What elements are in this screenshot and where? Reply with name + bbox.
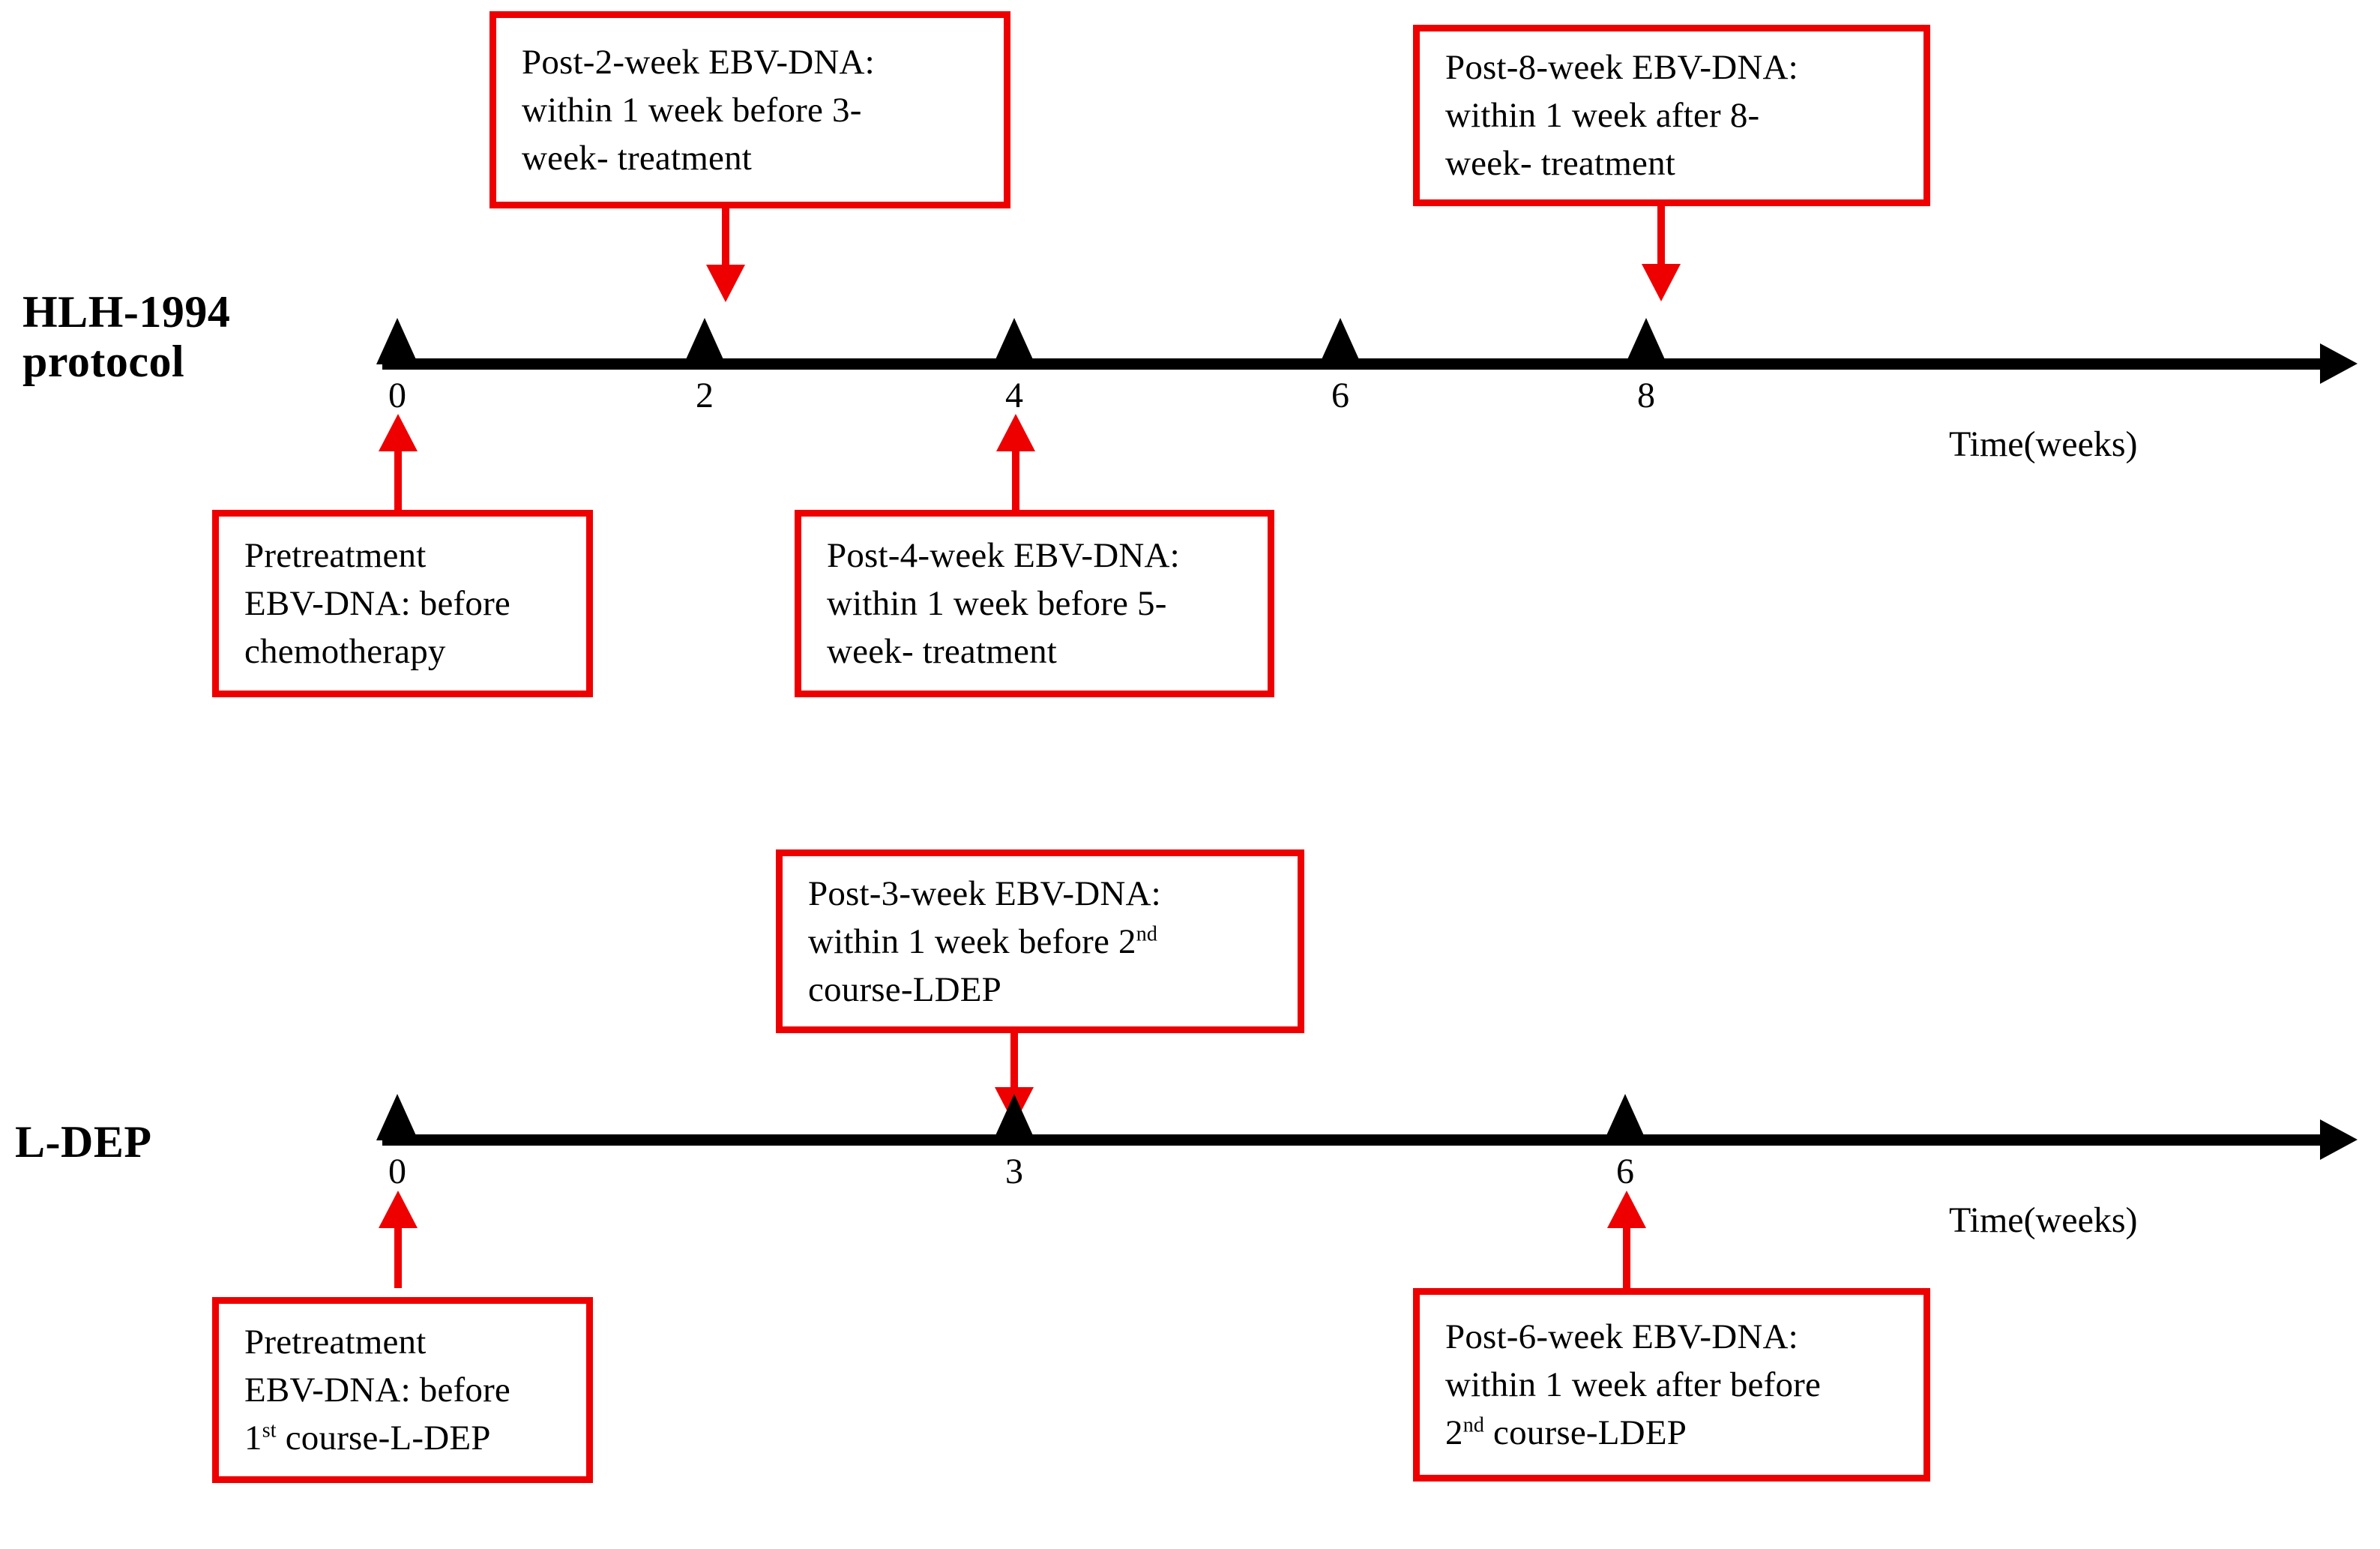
annotation-line-1: Post-2-week EBV-DNA: [522, 42, 875, 82]
connector-pretreatment-ldep [377, 1191, 419, 1288]
arrowhead-down-icon [1642, 264, 1681, 301]
axis-tick-marker [1319, 318, 1361, 364]
timeline-label-line-1: L-DEP [15, 1117, 152, 1167]
annotation-line-3: chemotherapy [244, 632, 446, 671]
annotation-box-post-3-week[interactable]: Post-3-week EBV-DNA: within 1 week befor… [776, 849, 1304, 1033]
axis-caption-hlh-1994: Time(weeks) [1949, 424, 2138, 464]
axis-tick-marker [376, 318, 418, 364]
connector-post-8-week [1640, 206, 1682, 302]
annotation-text-post-8-week: Post-8-week EBV-DNA: within 1 week after… [1445, 43, 1916, 187]
annotation-line-1: Pretreatment [244, 536, 427, 575]
axis-arrowhead-icon [2320, 1119, 2358, 1160]
annotation-line-3-suffix: course-L-DEP [276, 1419, 491, 1458]
annotation-line-2: EBV-DNA: before [244, 1371, 510, 1410]
annotation-text-post-4-week: Post-4-week EBV-DNA: within 1 week befor… [827, 532, 1260, 676]
timeline-label-hlh-1994: HLH-1994 protocol [22, 287, 345, 386]
annotation-line-1: Post-4-week EBV-DNA: [827, 536, 1180, 575]
annotation-text-post-3-week: Post-3-week EBV-DNA: within 1 week befor… [808, 870, 1290, 1014]
connector-stem [722, 208, 729, 267]
axis-tick-label: 3 [1005, 1152, 1023, 1191]
annotation-line-3: course-LDEP [808, 969, 1002, 1009]
annotation-box-post-8-week[interactable]: Post-8-week EBV-DNA: within 1 week after… [1413, 25, 1930, 206]
arrowhead-up-icon [379, 1191, 418, 1228]
axis-tick-label: 0 [388, 376, 406, 415]
axis-arrowhead-icon [2320, 343, 2358, 384]
axis-tick-marker [684, 318, 726, 364]
annotation-line-3-prefix: 2 [1445, 1413, 1463, 1452]
axis-caption-l-dep: Time(weeks) [1949, 1200, 2138, 1240]
annotation-text-pretreatment-hlh: Pretreatment EBV-DNA: before chemotherap… [244, 532, 579, 676]
annotation-box-post-4-week[interactable]: Post-4-week EBV-DNA: within 1 week befor… [795, 510, 1274, 697]
annotation-line-3-superscript: nd [1462, 1413, 1485, 1437]
annotation-line-1: Post-8-week EBV-DNA: [1445, 48, 1798, 87]
annotation-line-2: EBV-DNA: before [244, 584, 510, 623]
connector-post-4-week [995, 414, 1037, 510]
timeline-axis-l-dep [382, 1134, 2331, 1146]
annotation-line-2: within 1 week after before [1445, 1365, 1822, 1404]
annotation-line-3-superscript: st [262, 1419, 277, 1443]
timeline-label-line-2: protocol [22, 337, 185, 386]
connector-stem [394, 449, 402, 510]
arrowhead-down-icon [706, 265, 745, 302]
axis-tick-marker [993, 318, 1035, 364]
axis-tick-label: 4 [1005, 376, 1023, 415]
annotation-line-3-suffix: course-LDEP [1484, 1413, 1687, 1452]
annotation-line-2-superscript: nd [1136, 921, 1158, 945]
annotation-line-2-prefix: within 1 week before 2 [808, 921, 1136, 961]
annotation-text-post-6-week: Post-6-week EBV-DNA: within 1 week after… [1445, 1313, 1916, 1457]
axis-tick-label: 6 [1616, 1152, 1634, 1191]
axis-tick-label: 6 [1331, 376, 1349, 415]
axis-tick-marker [1625, 318, 1667, 364]
axis-tick-marker [993, 1094, 1035, 1140]
connector-stem [1657, 206, 1665, 266]
timeline-label-line-1: HLH-1994 [22, 287, 231, 337]
annotation-text-post-2-week: Post-2-week EBV-DNA: within 1 week befor… [522, 38, 996, 182]
annotation-box-pretreatment-ldep[interactable]: Pretreatment EBV-DNA: before 1st course-… [212, 1297, 593, 1483]
axis-tick-marker [1604, 1094, 1646, 1140]
connector-stem [394, 1226, 402, 1288]
annotation-line-2: within 1 week before 3- [522, 90, 862, 130]
annotation-line-1: Post-6-week EBV-DNA: [1445, 1317, 1798, 1356]
axis-tick-marker [376, 1094, 418, 1140]
arrowhead-up-icon [379, 414, 418, 451]
axis-tick-label: 0 [388, 1152, 406, 1191]
connector-pretreatment-hlh [377, 414, 419, 510]
annotation-line-1: Post-3-week EBV-DNA: [808, 873, 1161, 913]
annotation-line-3: week- treatment [827, 632, 1058, 671]
connector-post-6-week [1606, 1191, 1648, 1290]
axis-tick-label: 2 [696, 376, 714, 415]
timeline-label-l-dep: L-DEP [15, 1117, 337, 1167]
annotation-text-pretreatment-ldep: Pretreatment EBV-DNA: before 1st course-… [244, 1318, 579, 1462]
annotation-line-2: within 1 week before 5- [827, 584, 1167, 623]
connector-stem [1623, 1226, 1630, 1290]
annotation-box-pretreatment-hlh[interactable]: Pretreatment EBV-DNA: before chemotherap… [212, 510, 593, 697]
annotation-box-post-2-week[interactable]: Post-2-week EBV-DNA: within 1 week befor… [489, 11, 1010, 208]
annotation-box-post-6-week[interactable]: Post-6-week EBV-DNA: within 1 week after… [1413, 1288, 1930, 1482]
connector-stem [1010, 1033, 1018, 1089]
annotation-line-3: week- treatment [1445, 144, 1676, 183]
arrowhead-up-icon [1607, 1191, 1646, 1228]
annotation-line-3-prefix: 1 [244, 1419, 262, 1458]
annotation-line-3: week- treatment [522, 138, 753, 178]
connector-post-2-week [705, 208, 747, 302]
axis-tick-label: 8 [1637, 376, 1655, 415]
annotation-line-2: within 1 week after 8- [1445, 96, 1760, 135]
connector-stem [1012, 449, 1019, 510]
annotation-line-1: Pretreatment [244, 1323, 427, 1362]
arrowhead-up-icon [996, 414, 1035, 451]
